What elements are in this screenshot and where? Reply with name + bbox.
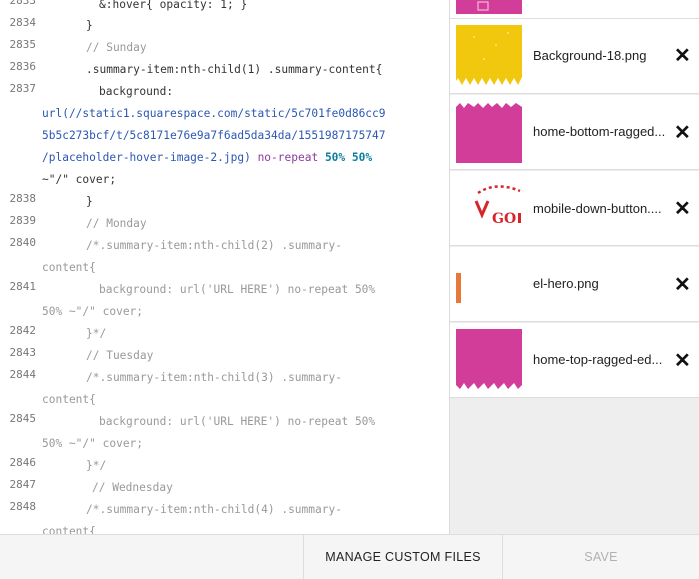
code-url: 5b5c273bcf/t/5c8171e76e9a7f6ad5da34da/15… [42, 129, 386, 142]
close-icon[interactable]: ✕ [674, 122, 691, 144]
code-keyword: no-repeat [257, 151, 319, 164]
line-number: 2834 [9, 16, 37, 29]
code-line: /placeholder-hover-image-2.jpg) no-repea… [42, 147, 372, 169]
code-line: background: [99, 85, 174, 98]
line-number: 2837 [9, 82, 37, 95]
code-line: } [86, 19, 93, 32]
code-comment: background: url('URL HERE') no-repeat 50… [99, 415, 376, 428]
svg-text:GO: GO [492, 211, 516, 227]
code-number: 50% 50% [324, 151, 373, 164]
footer-bar: MANAGE CUSTOM FILES SAVE [0, 534, 699, 579]
line-number: 2840 [9, 236, 37, 249]
code-comment: content{ [42, 525, 96, 534]
code-comment: }*/ [86, 327, 107, 340]
line-number: 2836 [9, 60, 37, 73]
file-row[interactable]: Background-18.png ✕ [450, 19, 699, 94]
code-line: } [86, 195, 93, 208]
code-url: url(//static1.squarespace.com/static/5c7… [42, 107, 386, 120]
code-comment: // Monday [86, 217, 147, 230]
close-icon[interactable]: ✕ [674, 274, 691, 296]
code-comment: /*.summary-item:nth-child(2) .summary- [86, 239, 342, 252]
line-number: 2847 [9, 478, 37, 491]
close-icon[interactable]: ✕ [674, 45, 691, 67]
code-comment: content{ [42, 393, 96, 406]
close-icon[interactable]: ✕ [674, 350, 691, 372]
line-number: 2842 [9, 324, 37, 337]
code-comment: }*/ [86, 459, 107, 472]
line-number: 2844 [9, 368, 37, 381]
code-comment: /*.summary-item:nth-child(3) .summary- [86, 371, 342, 384]
line-number: 2848 [9, 500, 37, 513]
file-row[interactable]: el-hero.png ✕ [450, 247, 699, 322]
code-comment: 50% ~"/" cover; [42, 437, 144, 450]
code-comment: /*.summary-item:nth-child(4) .summary- [86, 503, 342, 516]
manage-custom-files-button[interactable]: MANAGE CUSTOM FILES [303, 535, 503, 579]
code-comment: background: url('URL HERE') no-repeat 50… [99, 283, 376, 296]
code-comment: content{ [42, 261, 96, 274]
line-number: 2841 [9, 280, 37, 293]
code-comment: // Tuesday [86, 349, 154, 362]
line-number: 2843 [9, 346, 37, 359]
file-row-partial[interactable] [450, 0, 699, 19]
file-name: home-top-ragged-ed... [533, 352, 663, 367]
file-thumbnail [456, 329, 522, 389]
file-thumbnail: GO [474, 185, 521, 227]
custom-files-panel: Background-18.png ✕ home-bottom-ragged..… [449, 0, 699, 534]
line-number: 2835 [9, 38, 37, 51]
code-line: .summary-item:nth-child(1) .summary-cont… [86, 63, 383, 76]
code-editor[interactable]: 2833 &:hover{ opacity: 1; } 2834 } 2835 … [0, 0, 449, 534]
file-row[interactable]: home-bottom-ragged... ✕ [450, 95, 699, 170]
save-button[interactable]: SAVE [584, 550, 618, 564]
line-number: 2833 [9, 0, 37, 7]
line-number: 2838 [9, 192, 37, 205]
file-thumbnail [456, 0, 522, 14]
file-name: mobile-down-button.... [533, 201, 662, 216]
file-row[interactable]: home-top-ragged-ed... ✕ [450, 323, 699, 398]
file-name: Background-18.png [533, 48, 647, 63]
line-number: 2846 [9, 456, 37, 469]
code-line: &:hover{ opacity: 1; } [99, 0, 248, 11]
file-name: el-hero.png [533, 276, 599, 291]
line-number: 2845 [9, 412, 37, 425]
file-thumbnail [456, 273, 461, 303]
code-url: /placeholder-hover-image-2.jpg) [42, 151, 251, 164]
code-comment: 50% ~"/" cover; [42, 305, 144, 318]
file-thumbnail [456, 103, 522, 163]
file-name: home-bottom-ragged... [533, 124, 666, 139]
code-line: ~"/" cover; [42, 173, 117, 186]
file-thumbnail [456, 25, 522, 85]
close-icon[interactable]: ✕ [674, 198, 691, 220]
code-comment: // Sunday [86, 41, 147, 54]
line-number: 2839 [9, 214, 37, 227]
code-comment: // Wednesday [92, 481, 173, 494]
file-row[interactable]: GO mobile-down-button.... ✕ [450, 171, 699, 246]
